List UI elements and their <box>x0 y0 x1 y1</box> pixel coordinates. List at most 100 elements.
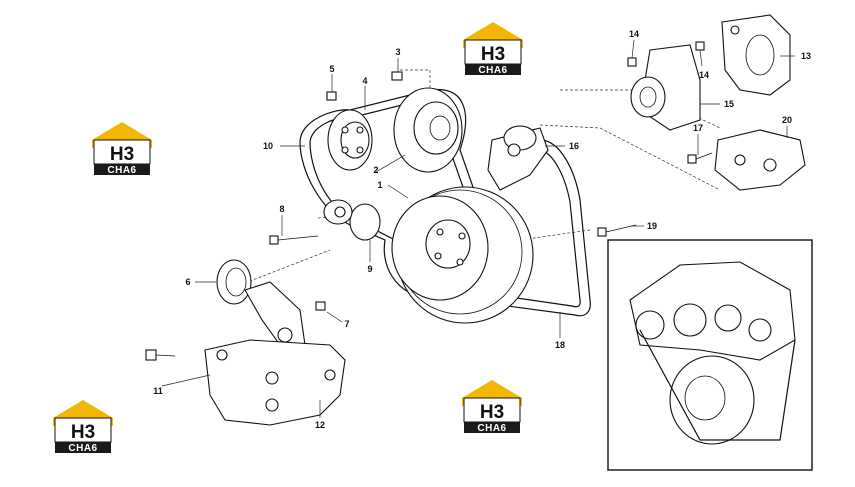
bolt-17-shank <box>695 152 713 160</box>
callout-1: 1 <box>377 180 382 190</box>
tensioner-6 <box>216 259 306 353</box>
pulley-4-bolt <box>356 126 364 134</box>
tensioner-16 <box>487 125 549 191</box>
callout-18: 18 <box>555 340 565 350</box>
leader-14b <box>699 49 703 67</box>
leader-2 <box>375 154 406 173</box>
bolt-8-shank <box>277 235 319 241</box>
bracket-12 <box>204 339 346 426</box>
bolt-3 <box>391 71 403 81</box>
bracket-20 <box>714 129 806 191</box>
bolt-5-head <box>326 91 337 101</box>
bracket-12-hole <box>265 371 279 385</box>
bolt-11-head <box>145 349 157 361</box>
callout-9: 9 <box>367 264 372 274</box>
pulley-2 <box>393 87 463 173</box>
idler-9-center <box>334 206 346 218</box>
callout-20: 20 <box>782 115 792 125</box>
bolt-3-head <box>391 71 403 81</box>
callout-6: 6 <box>185 277 190 287</box>
leader-7 <box>326 311 343 323</box>
inset-pulley <box>748 318 772 342</box>
bolt-7 <box>315 301 326 311</box>
inset-pulley <box>714 304 742 332</box>
callout-5: 5 <box>329 64 334 74</box>
inset-assembled-view <box>607 239 813 471</box>
pulley-2-bore <box>429 115 451 141</box>
bolt-14-head <box>627 57 637 67</box>
leader-lines <box>161 39 795 418</box>
logo-word-bg <box>55 442 111 453</box>
pulley-2-inner <box>413 101 459 155</box>
callout-10: 10 <box>263 141 273 151</box>
bolt-8 <box>269 235 319 245</box>
tensioner-16-hub <box>507 143 521 157</box>
bracket-20-body <box>714 129 806 191</box>
callout-4: 4 <box>362 76 367 86</box>
callout-14b: 14 <box>699 70 709 80</box>
logo-word: CHA6 <box>107 165 136 176</box>
callout-3: 3 <box>395 47 400 57</box>
callout-17: 17 <box>693 123 703 133</box>
brand-logo: H3 CHA6 <box>462 380 522 434</box>
logo-mark: H3 <box>481 44 505 65</box>
logo-word-bg <box>464 422 520 433</box>
brand-logo: H3 CHA6 <box>92 122 152 176</box>
guide-tensioner-6 <box>239 249 331 286</box>
callout-7: 7 <box>344 319 349 329</box>
bolt-5 <box>326 91 337 101</box>
logo-word: CHA6 <box>68 443 97 454</box>
pulley-4-bolt <box>356 146 364 154</box>
bolt-19-head <box>597 227 607 237</box>
inset-crank-pulley <box>669 355 755 445</box>
pulley-4-bolt <box>341 126 349 134</box>
crank-bolt <box>458 232 466 240</box>
callout-15: 15 <box>724 99 734 109</box>
brand-logo: H3 CHA6 <box>53 400 113 454</box>
callout-11: 11 <box>153 386 163 396</box>
logo-word-bg <box>465 64 521 75</box>
bracket-13 <box>721 14 791 96</box>
logo-mark: H3 <box>71 422 95 443</box>
pulley-4-bolt <box>341 146 349 154</box>
bracket-20-hole <box>734 154 746 166</box>
bracket-13-hole <box>730 25 740 35</box>
logo-word: CHA6 <box>477 423 506 434</box>
bracket-13-opening <box>745 34 775 76</box>
tensioner-6-hub <box>225 267 247 297</box>
logo-frame <box>93 139 151 165</box>
callouts: 1 2 3 4 5 6 7 8 9 10 11 12 13 14 14 15 1… <box>153 29 811 430</box>
callout-2: 2 <box>373 165 378 175</box>
bolt-19 <box>597 224 637 237</box>
callout-19: 19 <box>647 221 657 231</box>
bracket-12-hole <box>265 398 279 412</box>
bolt-11-shank <box>155 354 176 357</box>
guide-bolt-19 <box>519 229 591 241</box>
leader-14 <box>631 39 635 59</box>
belt-18-inner <box>502 149 581 308</box>
pulley-15 <box>630 44 701 131</box>
callout-16: 16 <box>569 141 579 151</box>
bracket-20-hole <box>763 158 777 172</box>
belt-18 <box>499 139 591 317</box>
crank-bolt <box>434 252 442 260</box>
callout-13: 13 <box>801 51 811 61</box>
brand-logo: H3 CHA6 <box>463 22 523 76</box>
idler-9-outer <box>349 203 381 241</box>
bracket-12-hole <box>216 349 228 361</box>
bolt-8-head <box>269 235 279 245</box>
bracket-12-hole <box>324 369 336 381</box>
crank-bolt <box>436 228 444 236</box>
bolt-14-head <box>695 41 705 51</box>
logo-word: CHA6 <box>478 65 507 76</box>
pulley-4 <box>327 109 373 171</box>
leader-1 <box>387 184 409 199</box>
callout-8: 8 <box>279 204 284 214</box>
inset-pulley <box>673 303 707 337</box>
idler-9 <box>323 199 381 241</box>
crank-bolt <box>456 258 464 266</box>
logo-mark: H3 <box>480 402 504 423</box>
bolt-7-head <box>315 301 326 311</box>
bolt-11 <box>145 349 176 361</box>
callout-14: 14 <box>629 29 639 39</box>
